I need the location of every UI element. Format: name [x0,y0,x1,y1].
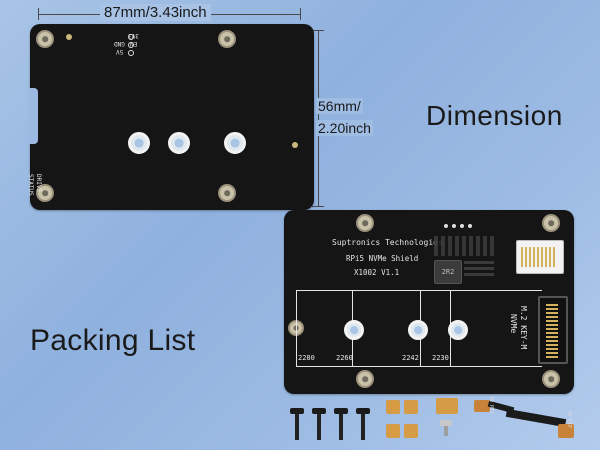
brand-silkscreen: Suptronics Technologies [332,238,443,247]
front-view-board: Suptronics Technologies RPi5 NVMe Shield… [284,210,574,394]
brass-standoff [386,424,400,438]
slot-key-label: M.2 KEY-M [519,306,528,350]
width-dimension-tick-left [38,8,39,20]
model-silkscreen: X1002 V1.1 [354,268,400,277]
m2-outline-top [296,290,542,291]
inductor-label: 2R2 [441,268,455,276]
screw-shaft [295,414,299,440]
screw [312,408,326,414]
m2-standoff-hole [344,320,364,340]
pin-label-gnd: GND [114,40,125,47]
test-pad [66,34,72,40]
drive-label: DRIVE [35,174,42,193]
width-label: 87mm/3.43inch [100,4,211,21]
cable-label-to-pi5: TO PI5 [488,396,494,415]
status-label: STATUS [27,174,34,196]
power-inductor: 2R2 [434,260,462,284]
size-label-2230: 2230 [432,354,449,362]
m2-standoff-hole [448,320,468,340]
fpc-connector [516,240,564,274]
corner-hole [36,184,54,202]
brass-standoff [404,424,418,438]
size-label-2260: 2260 [336,354,353,362]
screw [356,408,370,414]
m2-outline-bottom [296,366,542,367]
height-dimension-line [318,30,319,206]
corner-hole [542,214,560,232]
corner-hole [542,370,560,388]
screw-shaft [339,414,343,440]
m2-outline-left [296,290,297,366]
corner-hole [218,184,236,202]
m2-standoff-hole [168,132,190,154]
product-silkscreen: RPi5 NVMe Shield [346,254,419,263]
fpc-cable [474,400,490,412]
packing-list-title: Packing List [30,324,196,357]
height-dimension-tick-top [312,30,324,31]
screw [334,408,348,414]
screw-shaft [361,414,365,440]
dimension-title: Dimension [426,100,563,131]
corner-hole [218,30,236,48]
brass-standoff [404,400,418,414]
corner-hole [356,370,374,388]
m2-standoff-hole [408,320,428,340]
smd-components [434,236,494,256]
silver-screw [440,420,452,426]
screw [290,408,304,414]
height-label-line-2: 2.20inch [316,120,373,136]
height-label-line-1: 56mm/ [316,98,363,114]
width-dimension-tick-right [300,8,301,20]
silver-screw-shaft [444,426,448,436]
m2-socket [538,296,568,364]
smd-components [464,258,494,276]
slot-type-label: NVMe [509,314,518,334]
size-label-2242: 2242 [402,354,419,362]
brass-standoff-large [436,398,458,414]
m2-standoff-hole [224,132,246,154]
height-dimension-tick-bottom [312,206,324,207]
m2-standoff-hole [128,132,150,154]
cable-label-to-pip: TO PIP [566,410,572,429]
fpc-cable [558,424,574,438]
screw-shaft [317,414,321,440]
corner-hole [36,30,54,48]
brass-standoff [386,400,400,414]
test-pad [292,142,298,148]
size-label-2280: 2280 [298,354,315,362]
corner-hole [356,214,374,232]
board-notch [28,88,38,144]
pin-label-5v: 5V [116,48,124,55]
back-view-board: 3V3 EN GND 5V STATUS DRIVE [27,24,314,210]
